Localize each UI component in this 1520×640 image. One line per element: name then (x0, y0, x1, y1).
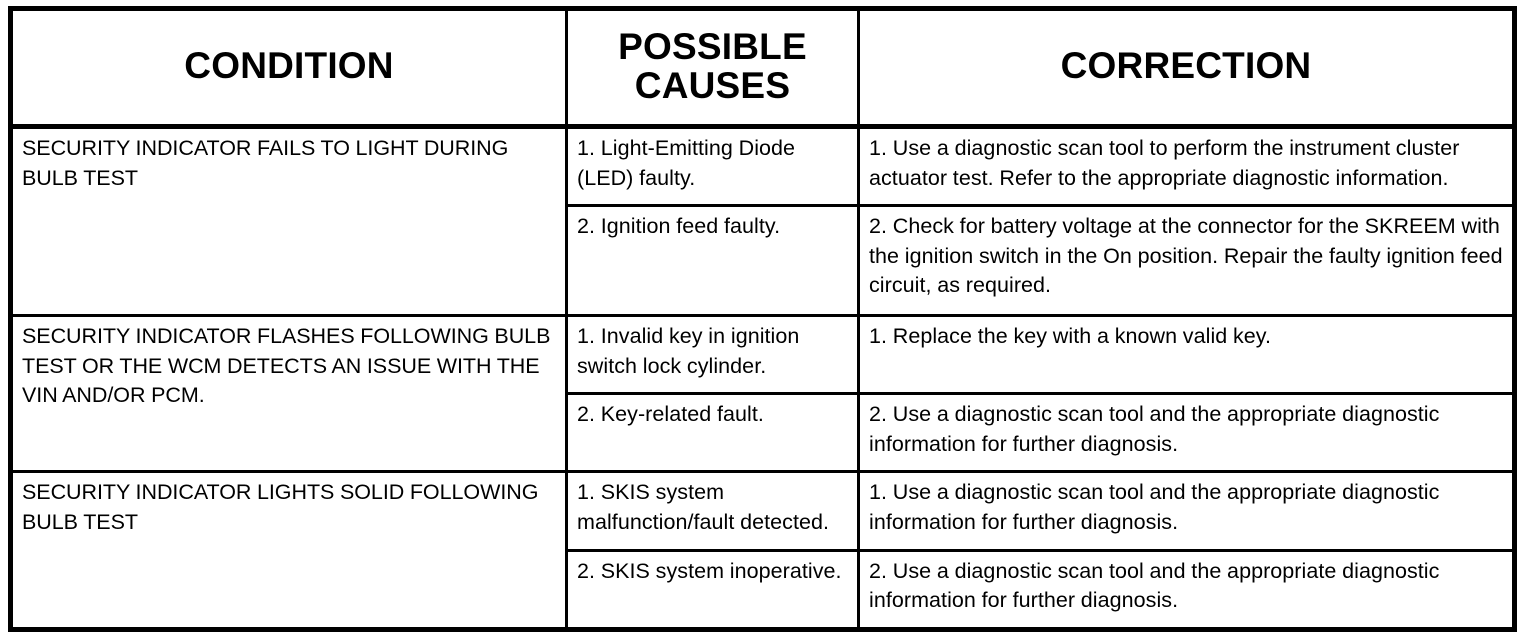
correction-cell: 1. Use a diagnostic scan tool and the ap… (858, 471, 1515, 552)
possible-cause-cell: 1. Light-Emitting Diode (LED) faulty. (566, 126, 860, 208)
table-row: 2. SKIS system inoperative. 2. Use a dia… (11, 550, 1515, 630)
correction-cell: 1. Replace the key with a known valid ke… (858, 315, 1515, 396)
table-body: SECURITY INDICATOR FAILS TO LIGHT DURING… (10, 126, 1515, 631)
table-row: 2. Ignition feed faulty. 2. Check for ba… (11, 205, 1515, 318)
correction-cell: 2. Use a diagnostic scan tool and the ap… (869, 558, 1440, 613)
possible-cause-cell: 2. Ignition feed faulty. (566, 205, 860, 318)
correction-cell: 2. Use a diagnostic scan tool and the ap… (858, 393, 1515, 474)
diagnostic-troubleshooting-table: CONDITION POSSIBLE CAUSES CORRECTION SEC… (8, 6, 1517, 632)
correction-cell: 2. Check for battery voltage at the conn… (858, 205, 1515, 318)
condition-cell: SECURITY INDICATOR FAILS TO LIGHT DURING… (10, 126, 568, 318)
table-row: SECURITY INDICATOR FAILS TO LIGHT DURING… (10, 126, 1515, 318)
condition-cell: SECURITY INDICATOR FLASHES FOLLOWING BUL… (10, 315, 568, 474)
table-row: SECURITY INDICATOR LIGHTS SOLID FOLLOWIN… (10, 471, 1515, 631)
possible-cause-cell: 2. Key-related fault. (566, 393, 860, 474)
header-condition: CONDITION (10, 8, 568, 129)
header-correction: CORRECTION (858, 8, 1515, 129)
possible-cause-cell: 1. Invalid key in ignition switch lock c… (566, 315, 860, 396)
header-row: CONDITION POSSIBLE CAUSES CORRECTION (10, 8, 1515, 129)
correction-cell: 1. Use a diagnostic scan tool to perform… (858, 126, 1515, 208)
condition-cell: SECURITY INDICATOR LIGHTS SOLID FOLLOWIN… (10, 471, 568, 631)
table-header: CONDITION POSSIBLE CAUSES CORRECTION (10, 8, 1515, 129)
possible-cause-cell: 1. SKIS system malfunction/fault detecte… (566, 471, 860, 552)
header-possible-causes: POSSIBLE CAUSES (566, 8, 860, 129)
table-row: SECURITY INDICATOR FLASHES FOLLOWING BUL… (10, 315, 1515, 474)
possible-cause-cell: 2. SKIS system inoperative. (566, 550, 860, 630)
table-row: 2. Key-related fault. 2. Use a diagnosti… (11, 393, 1515, 474)
